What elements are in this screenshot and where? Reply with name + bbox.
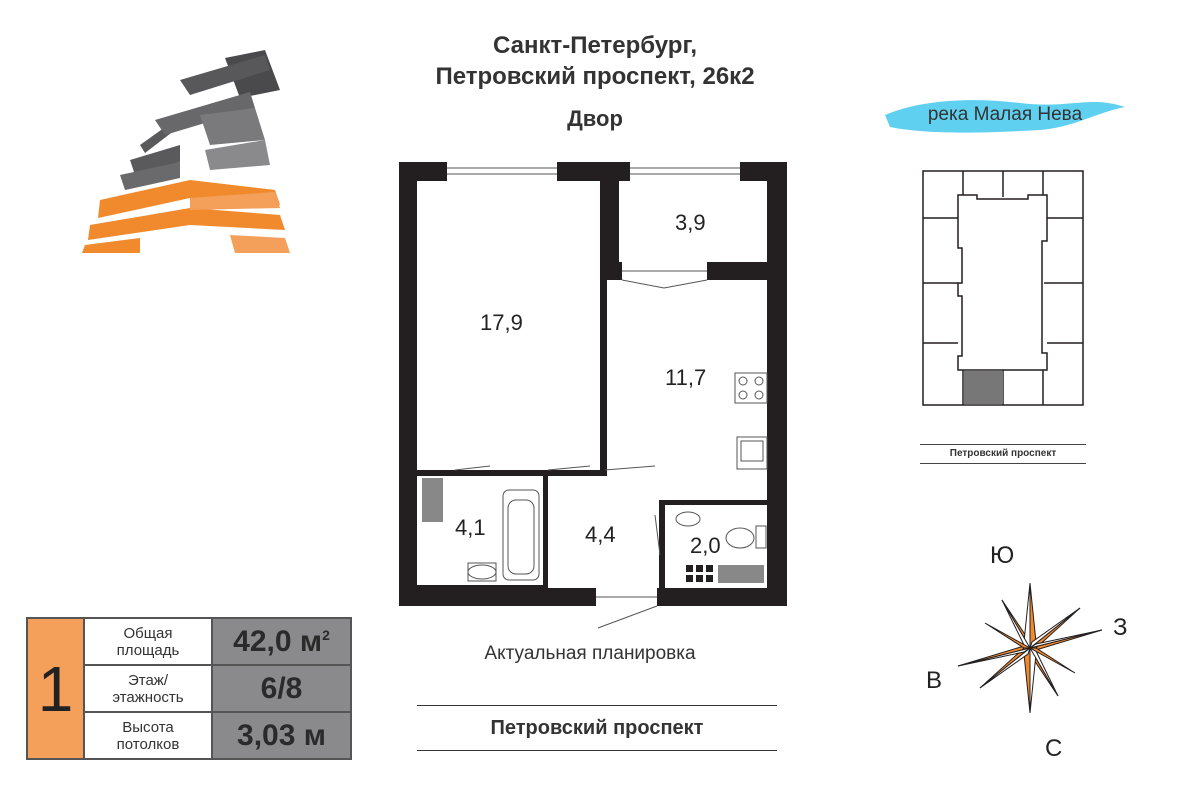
total-area-value: 42,0 м2 xyxy=(211,617,352,666)
room-kitchen xyxy=(607,280,767,500)
company-logo xyxy=(82,50,290,253)
compass-north-bottom: С xyxy=(1045,735,1063,762)
compass-west-right: З xyxy=(1113,614,1128,641)
room-area-hall: 4,4 xyxy=(585,522,616,547)
window xyxy=(447,162,557,181)
room-area-wc: 2,0 xyxy=(690,533,721,558)
floor-value: 6/8 xyxy=(211,664,352,713)
building-site-plan xyxy=(922,170,1084,406)
window xyxy=(630,162,740,181)
street-label: Петровский проспект xyxy=(417,705,777,751)
room-living xyxy=(417,181,600,470)
floor-label: Этаж/этажность xyxy=(83,664,213,713)
ceiling-height-value: 3,03 м xyxy=(211,711,352,760)
radiator xyxy=(718,565,764,583)
address-title: Санкт-Петербург, Петровский проспект, 26… xyxy=(380,30,810,92)
yard-label: Двор xyxy=(567,106,623,131)
compass-east-left: В xyxy=(926,667,943,694)
river-label: река Малая Нева xyxy=(927,104,1083,125)
room-area-bathroom: 4,1 xyxy=(455,515,486,540)
room-storage xyxy=(619,181,767,262)
rooms-count: 1 xyxy=(26,617,85,760)
room-area-living: 17,9 xyxy=(480,310,523,335)
plan-caption: Актуальная планировка xyxy=(484,643,696,664)
apartment-highlight xyxy=(964,371,1003,404)
compass-south-top: Ю xyxy=(990,542,1015,569)
compass-rose-icon xyxy=(957,582,1103,714)
room-area-kitchen: 11,7 xyxy=(665,365,707,390)
room-area-storage: 3,9 xyxy=(675,210,706,235)
radiator xyxy=(422,478,443,522)
address-label: Петровский проспект, 26к2 xyxy=(435,63,755,90)
city-label: Санкт-Петербург, xyxy=(492,32,698,59)
river-wave xyxy=(885,100,1125,133)
site-street-label: Петровский проспект xyxy=(920,444,1086,464)
room-hall xyxy=(548,476,659,588)
